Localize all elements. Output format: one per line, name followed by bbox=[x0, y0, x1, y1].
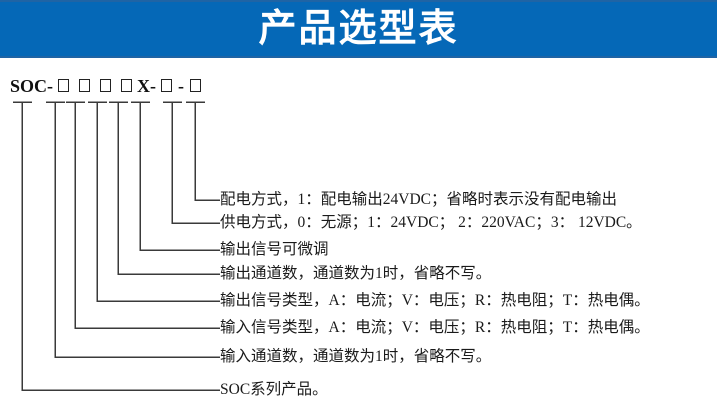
code-placeholder-box-1 bbox=[58, 78, 70, 92]
description-input-signal-type: 输入信号类型，A：电流；V：电压；R：热电阻；T：热电偶。 bbox=[220, 319, 650, 336]
description-output-channel-count: 输出通道数，通道数为1时，省略不写。 bbox=[220, 265, 492, 282]
description-power-distribution-mode: 配电方式，1：配电输出24VDC；省略时表示没有配电输出 bbox=[220, 191, 617, 208]
product-code-x-letter: X- bbox=[137, 75, 157, 96]
code-placeholder-box-3 bbox=[100, 78, 112, 92]
description-output-signal-trim: 输出信号可微调 bbox=[220, 241, 329, 258]
leader-line-4 bbox=[117, 102, 220, 275]
leader-line-3 bbox=[139, 102, 220, 251]
leader-line-8 bbox=[21, 102, 220, 391]
page-title: 产品选型表 bbox=[258, 8, 459, 50]
product-code-separator: - bbox=[178, 75, 185, 96]
description-power-supply-mode: 供电方式，0：无源；1：24VDC； 2：220VAC；3： 12VDC。 bbox=[220, 214, 642, 231]
page-header-banner: 产品选型表 bbox=[0, 0, 717, 58]
product-code-label: SOC- X- - bbox=[10, 74, 206, 98]
description-soc-series-product: SOC系列产品。 bbox=[220, 381, 328, 398]
leader-line-6 bbox=[74, 102, 220, 329]
product-code-prefix: SOC- bbox=[10, 75, 54, 96]
description-output-signal-type: 输出信号类型，A：电流；V：电压；R：热电阻；T：热电偶。 bbox=[220, 292, 650, 309]
code-placeholder-box-4 bbox=[121, 78, 133, 92]
leader-line-2 bbox=[171, 102, 220, 224]
code-placeholder-box-6 bbox=[190, 78, 202, 92]
leader-line-1 bbox=[194, 102, 220, 201]
leader-line-5 bbox=[96, 102, 220, 302]
leader-line-7 bbox=[54, 102, 220, 358]
description-input-channel-count: 输入通道数，通道数为1时，省略不写。 bbox=[220, 348, 492, 365]
code-placeholder-box-2 bbox=[79, 78, 91, 92]
code-placeholder-box-5 bbox=[161, 78, 173, 92]
